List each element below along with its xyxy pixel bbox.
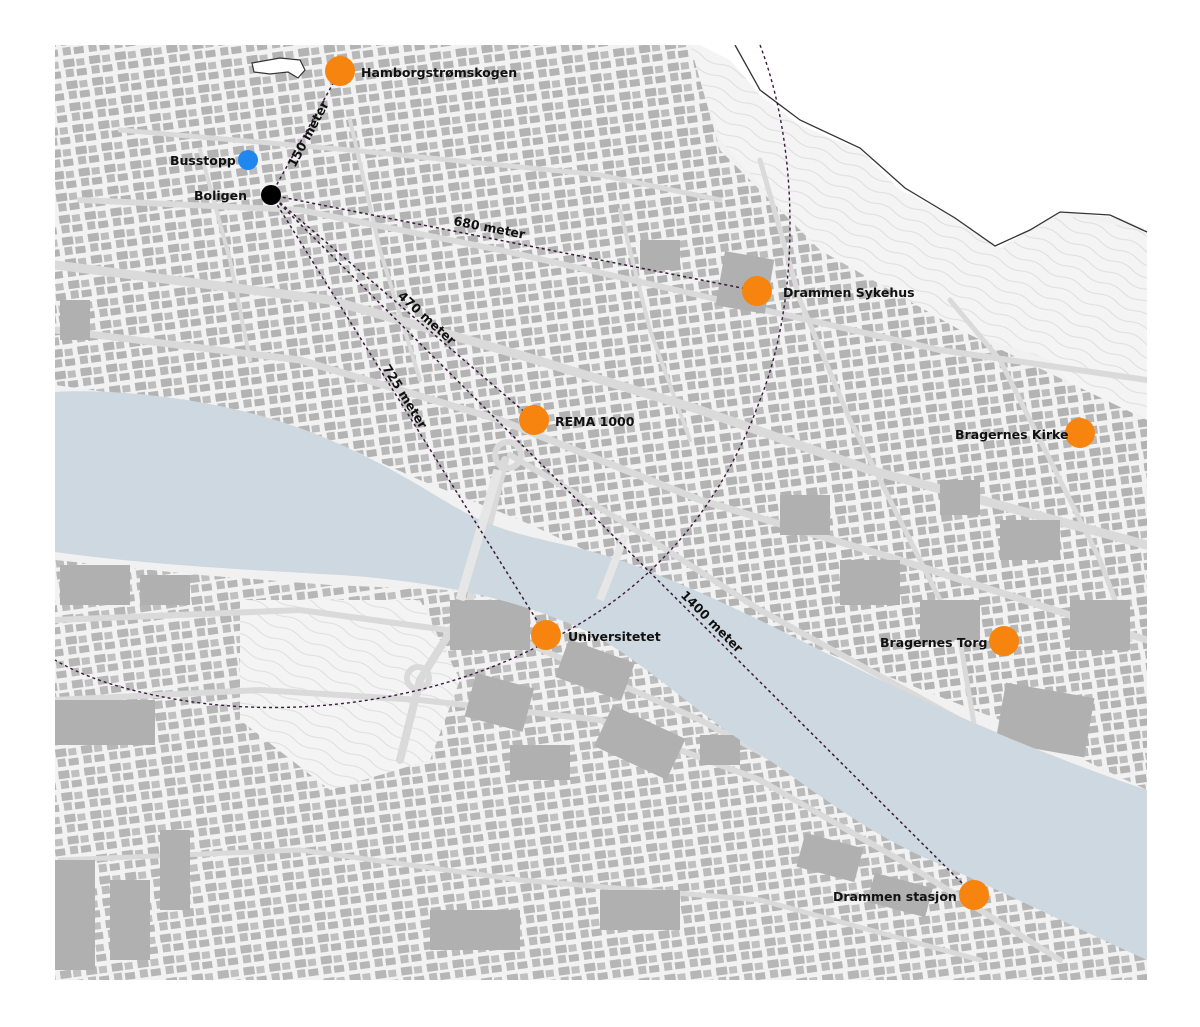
hillside-contours [690, 45, 1147, 470]
hillside-ridge-outline [734, 44, 1148, 247]
hamborg-outline [251, 57, 306, 79]
poi-bragernes-kirke[interactable]: Bragernes Kirke [955, 418, 1095, 448]
roundabout-south [404, 664, 432, 692]
poi-universitetet[interactable]: Universitetet [531, 620, 661, 650]
poi-boligen[interactable]: Boligen [194, 185, 281, 205]
poi-hamborgstromskogen[interactable]: Hamborgstrømskogen [325, 56, 517, 86]
line-rema [270, 194, 535, 421]
poi-rema-1000[interactable]: REMA 1000 [519, 405, 635, 435]
distance-lines [270, 70, 975, 896]
roundabout-north [492, 439, 524, 471]
label-boligen: Boligen [194, 188, 247, 203]
label-universitetet: Universitetet [568, 629, 661, 644]
label-drammen-sykehus: Drammen Sykehus [783, 285, 915, 300]
map-frame-top [690, 0, 1200, 1027]
top-margin [0, 0, 1200, 45]
line-universitetet [270, 194, 547, 636]
poi-drammen-stasjon[interactable]: Drammen stasjon [833, 880, 989, 910]
label-bragernes-torg: Bragernes Torg [880, 635, 987, 650]
line-sykehus [270, 194, 758, 292]
label-busstopp: Busstopp [170, 153, 236, 168]
river [55, 391, 1147, 960]
label-drammen-stasjon: Drammen stasjon [833, 889, 957, 904]
left-margin [0, 0, 55, 1027]
poi-drammen-sykehus[interactable]: Drammen Sykehus [742, 276, 915, 306]
label-hamborgstromskogen: Hamborgstrømskogen [361, 65, 517, 80]
distance-radius [54, 44, 791, 709]
bottom-margin [0, 980, 1200, 1027]
bridge-west [455, 468, 503, 602]
label-bragernes-kirke: Bragernes Kirke [955, 427, 1068, 442]
bridge-east [596, 533, 629, 602]
label-rema-1000: REMA 1000 [555, 414, 635, 429]
poi-busstopp[interactable]: Busstopp [170, 150, 258, 170]
poi-bragernes-torg[interactable]: Bragernes Torg [880, 626, 1019, 656]
